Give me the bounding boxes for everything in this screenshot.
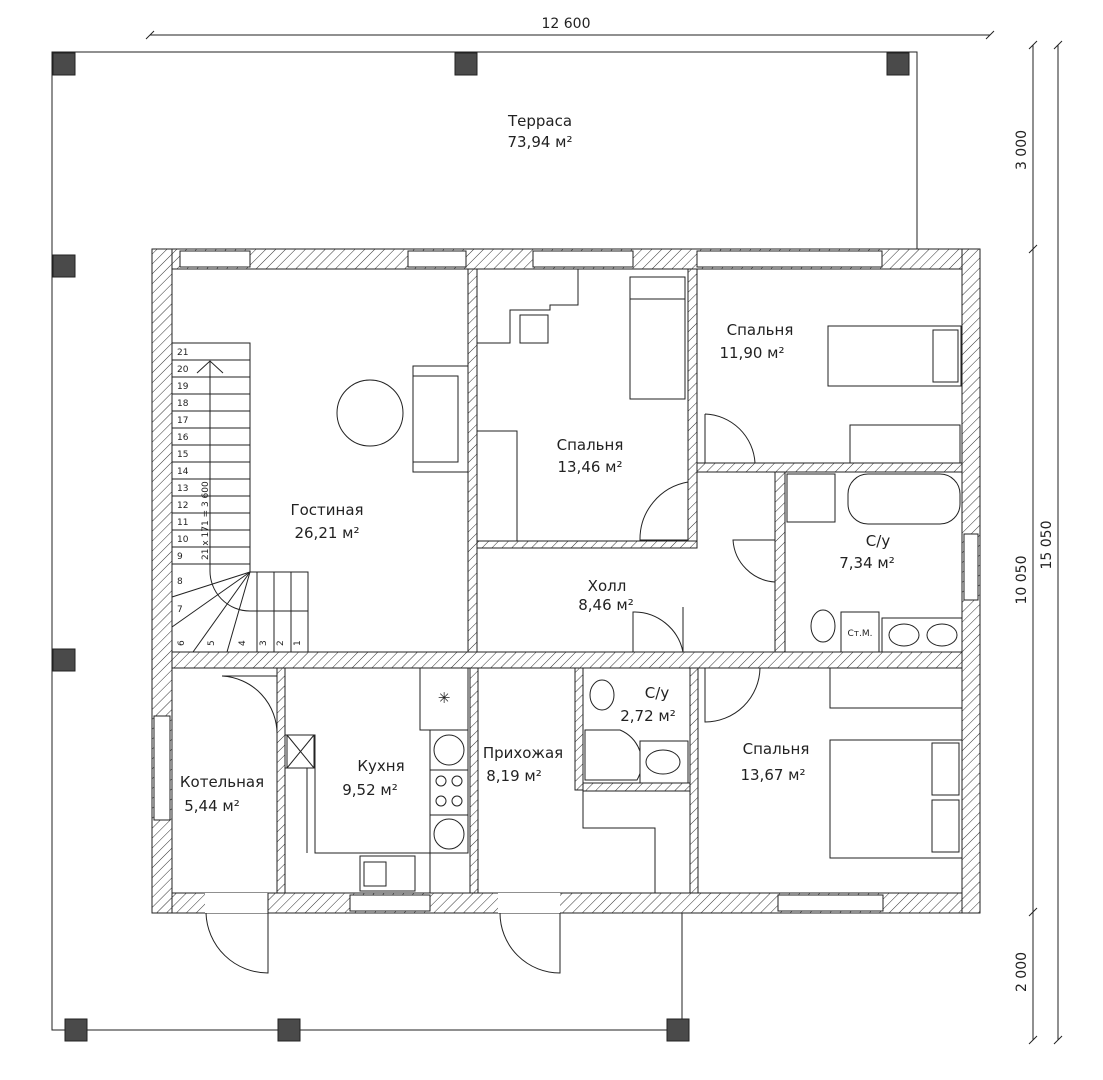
svg-text:Гостиная: Гостиная — [290, 501, 363, 519]
svg-text:С/у: С/у — [866, 532, 891, 550]
chair — [519, 314, 549, 344]
svg-text:73,94 м²: 73,94 м² — [507, 133, 572, 151]
stair-step-number: 6 — [177, 640, 187, 646]
svg-text:Спальня: Спальня — [727, 321, 794, 339]
washer-label: Ст.М. — [847, 629, 872, 639]
stair-step-number: 21 — [177, 348, 188, 358]
terrace-outline — [51, 51, 918, 1031]
svg-text:Спальня: Спальня — [743, 740, 810, 758]
room-kitchen: Кухня 9,52 м² — [342, 757, 404, 799]
svg-text:26,21 м²: 26,21 м² — [294, 524, 359, 542]
shower-tray — [786, 473, 836, 523]
svg-text:8,19 м²: 8,19 м² — [486, 767, 542, 785]
stair-step-number: 9 — [177, 552, 183, 562]
stair-step-number: 13 — [177, 484, 188, 494]
svg-text:Спальня: Спальня — [557, 436, 624, 454]
column — [277, 1018, 301, 1042]
interior-walls — [171, 268, 963, 894]
svg-text:8,46 м²: 8,46 м² — [578, 596, 634, 614]
columns — [52, 52, 910, 1042]
column — [666, 1018, 690, 1042]
svg-text:Холл: Холл — [588, 577, 627, 595]
svg-text:Кухня: Кухня — [357, 757, 404, 775]
toilet — [810, 609, 836, 643]
shower — [584, 729, 643, 781]
room-entrance: Прихожая 8,19 м² — [483, 744, 563, 785]
stair-arrow — [209, 361, 251, 612]
stair-step-number: 4 — [238, 640, 248, 646]
room-bedroom-2: Спальня 11,90 м² — [719, 321, 793, 362]
stair-step-number: 16 — [177, 433, 189, 443]
dimension-total: 15 050 — [1039, 521, 1055, 570]
column — [454, 52, 478, 76]
room-bedroom-1: Спальня 13,46 м² — [557, 436, 624, 476]
stair-step-number: 3 — [259, 640, 269, 646]
dimension-porch: 2 000 — [1014, 952, 1030, 992]
furniture: Ст.М. ✳ — [285, 269, 963, 893]
stair-step-number: 5 — [207, 640, 217, 646]
stair-step-number: 11 — [177, 518, 188, 528]
stair-step-number: 15 — [177, 450, 188, 460]
room-terrace: Терраса 73,94 м² — [507, 112, 573, 151]
stair-step-number: 19 — [177, 382, 189, 392]
stove — [429, 769, 469, 816]
room-bathroom-1: С/у 7,34 м² — [839, 532, 895, 572]
staircase: 21 x 171 = 3 600 21201918171615141312111… — [171, 342, 309, 653]
svg-text:13,46 м²: 13,46 м² — [557, 458, 622, 476]
windows — [153, 250, 979, 912]
svg-text:9,52 м²: 9,52 м² — [342, 781, 398, 799]
svg-text:С/у: С/у — [645, 684, 670, 702]
svg-text:11,90 м²: 11,90 м² — [719, 344, 784, 362]
svg-text:Терраса: Терраса — [507, 112, 572, 130]
dimension-right: 3 000 10 050 2 000 15 050 — [1014, 40, 1063, 1045]
dimension-house: 10 050 — [1014, 556, 1030, 605]
room-bedroom-3: Спальня 13,67 м² — [740, 740, 809, 784]
column — [52, 648, 76, 672]
stair-step-number: 10 — [177, 535, 189, 545]
stair-step-number: 14 — [177, 467, 189, 477]
column — [52, 254, 76, 278]
stair-step-number: 17 — [177, 416, 188, 426]
stair-note: 21 x 171 = 3 600 — [201, 481, 211, 560]
snowflake-icon: ✳ — [438, 689, 451, 707]
room-living: Гостиная 26,21 м² — [290, 501, 363, 542]
svg-text:5,44 м²: 5,44 м² — [184, 797, 240, 815]
stair-step-number: 20 — [177, 365, 189, 375]
wardrobe — [849, 424, 961, 464]
svg-text:7,34 м²: 7,34 м² — [839, 554, 895, 572]
svg-text:2,72 м²: 2,72 м² — [620, 707, 676, 725]
column — [52, 52, 76, 76]
room-boiler: Котельная 5,44 м² — [180, 773, 264, 815]
stair-step-number: 7 — [177, 605, 183, 615]
toilet — [589, 679, 615, 711]
dimension-width-total: 12 600 — [542, 16, 591, 32]
svg-text:Прихожая: Прихожая — [483, 744, 563, 762]
fridge — [419, 667, 469, 731]
svg-text:Котельная: Котельная — [180, 773, 264, 791]
bathtub — [847, 473, 961, 525]
dimension-top: 12 600 — [145, 16, 995, 40]
doors — [205, 413, 776, 974]
column — [886, 52, 910, 76]
room-labels: Терраса 73,94 м² Гостиная 26,21 м² Спальня… — [180, 112, 895, 815]
round-table — [336, 379, 404, 447]
wardrobe — [476, 430, 518, 542]
stair-step-number: 2 — [276, 640, 286, 646]
dimension-terrace: 3 000 — [1014, 130, 1030, 170]
stair-step-number: 18 — [177, 399, 189, 409]
stair-step-number: 8 — [177, 577, 183, 587]
stair-step-number: 1 — [293, 640, 303, 646]
column — [64, 1018, 88, 1042]
stair-step-number: 12 — [177, 501, 188, 511]
washing-machine — [840, 611, 880, 653]
room-bathroom-2: С/у 2,72 м² — [620, 684, 676, 725]
wardrobe — [829, 667, 963, 709]
svg-text:13,67 м²: 13,67 м² — [740, 766, 805, 784]
